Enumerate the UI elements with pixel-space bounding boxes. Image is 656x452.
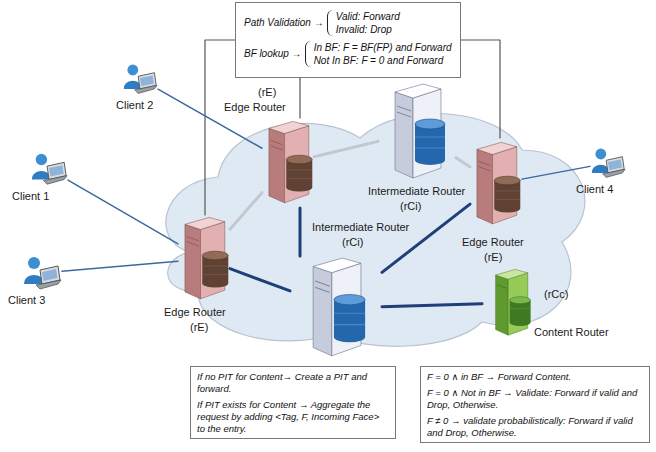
client-icon — [124, 65, 157, 94]
client: Client 1 — [30, 152, 68, 186]
connector — [158, 89, 262, 148]
content-router: (rCc)Content Router — [482, 268, 540, 338]
node-text: F ≠ 0 → validate probabilistically: Forw… — [427, 415, 643, 439]
node-text: Not In BF: F = 0 and Forward — [314, 54, 452, 67]
node-text: Path Validation → — [244, 17, 324, 30]
node-text: In BF: F = BF(FP) and Forward — [314, 41, 452, 54]
node-label: (rCi) — [400, 200, 421, 213]
node-text: F = 0 ∧ in BF → Forward Content. — [427, 371, 643, 383]
connector — [382, 204, 470, 272]
node-label: Client 4 — [576, 183, 613, 196]
client-icon — [32, 154, 67, 184]
node-text: If no PIT for Content→ Create a PIT and … — [197, 371, 389, 395]
connector — [461, 40, 500, 138]
node-text: BF lookup → — [244, 48, 302, 61]
connector — [68, 180, 178, 244]
node-label: (rE) — [484, 251, 502, 264]
client: Client 2 — [122, 62, 158, 96]
intermediate-router: Intermediate Router(rCi) — [378, 82, 456, 182]
intermediate-router-icon — [395, 84, 445, 178]
intermediate-router: Intermediate Router(rCi) — [290, 256, 382, 360]
node-label: (rCc) — [544, 288, 568, 301]
edge-router-icon — [269, 121, 312, 202]
node-label: (rE) — [190, 321, 208, 334]
connector — [299, 78, 300, 118]
brace — [327, 10, 333, 36]
node-label: (rCi) — [342, 236, 363, 249]
edge-router: (rE)Edge Router — [262, 118, 314, 208]
brace — [305, 41, 311, 67]
node-text: If PIT exists for Content → Aggregate th… — [197, 399, 389, 435]
client: Client 3 — [22, 256, 62, 290]
connector — [230, 193, 262, 230]
node-label: Intermediate Router — [368, 185, 465, 198]
content-router-icon — [496, 269, 531, 335]
client: Client 4 — [590, 146, 626, 180]
connector — [456, 158, 470, 167]
connector — [62, 261, 178, 271]
connector — [205, 40, 235, 215]
node-text: Valid: Forward — [336, 10, 400, 23]
callout-box: If no PIT for Content→ Create a PIT and … — [190, 366, 396, 439]
connector — [299, 208, 302, 256]
client-icon — [592, 149, 625, 178]
callout-box: Path Validation → Valid: ForwardInvalid: … — [235, 2, 461, 78]
node-label: Edge Router — [224, 101, 286, 114]
connector — [522, 166, 590, 179]
node-label: Intermediate Router — [312, 221, 409, 234]
client-icon — [24, 257, 61, 289]
edge-router-icon — [477, 142, 520, 223]
callout-box: F = 0 ∧ in BF → Forward Content. F = 0 ∧ … — [420, 366, 650, 443]
connector — [314, 141, 378, 156]
connector — [382, 304, 482, 307]
node-label: Client 3 — [8, 294, 45, 307]
node-label: Content Router — [534, 326, 609, 339]
edge-router-icon — [185, 217, 228, 298]
node-text: F = 0 ∧ Not in BF → Validate: Forward if… — [427, 387, 643, 411]
intermediate-router-icon — [313, 258, 365, 356]
node-label: Client 2 — [116, 99, 153, 112]
node-label: (rE) — [258, 86, 276, 99]
edge-router: Edge Router(rE) — [178, 215, 230, 303]
connector — [230, 269, 290, 291]
node-label: Edge Router — [462, 236, 524, 249]
node-label: Edge Router — [164, 306, 226, 319]
node-label: Client 1 — [12, 190, 49, 203]
node-text: Invalid: Drop — [336, 23, 400, 36]
edge-router: Edge Router(rE) — [470, 138, 522, 230]
network-cloud — [166, 114, 585, 347]
